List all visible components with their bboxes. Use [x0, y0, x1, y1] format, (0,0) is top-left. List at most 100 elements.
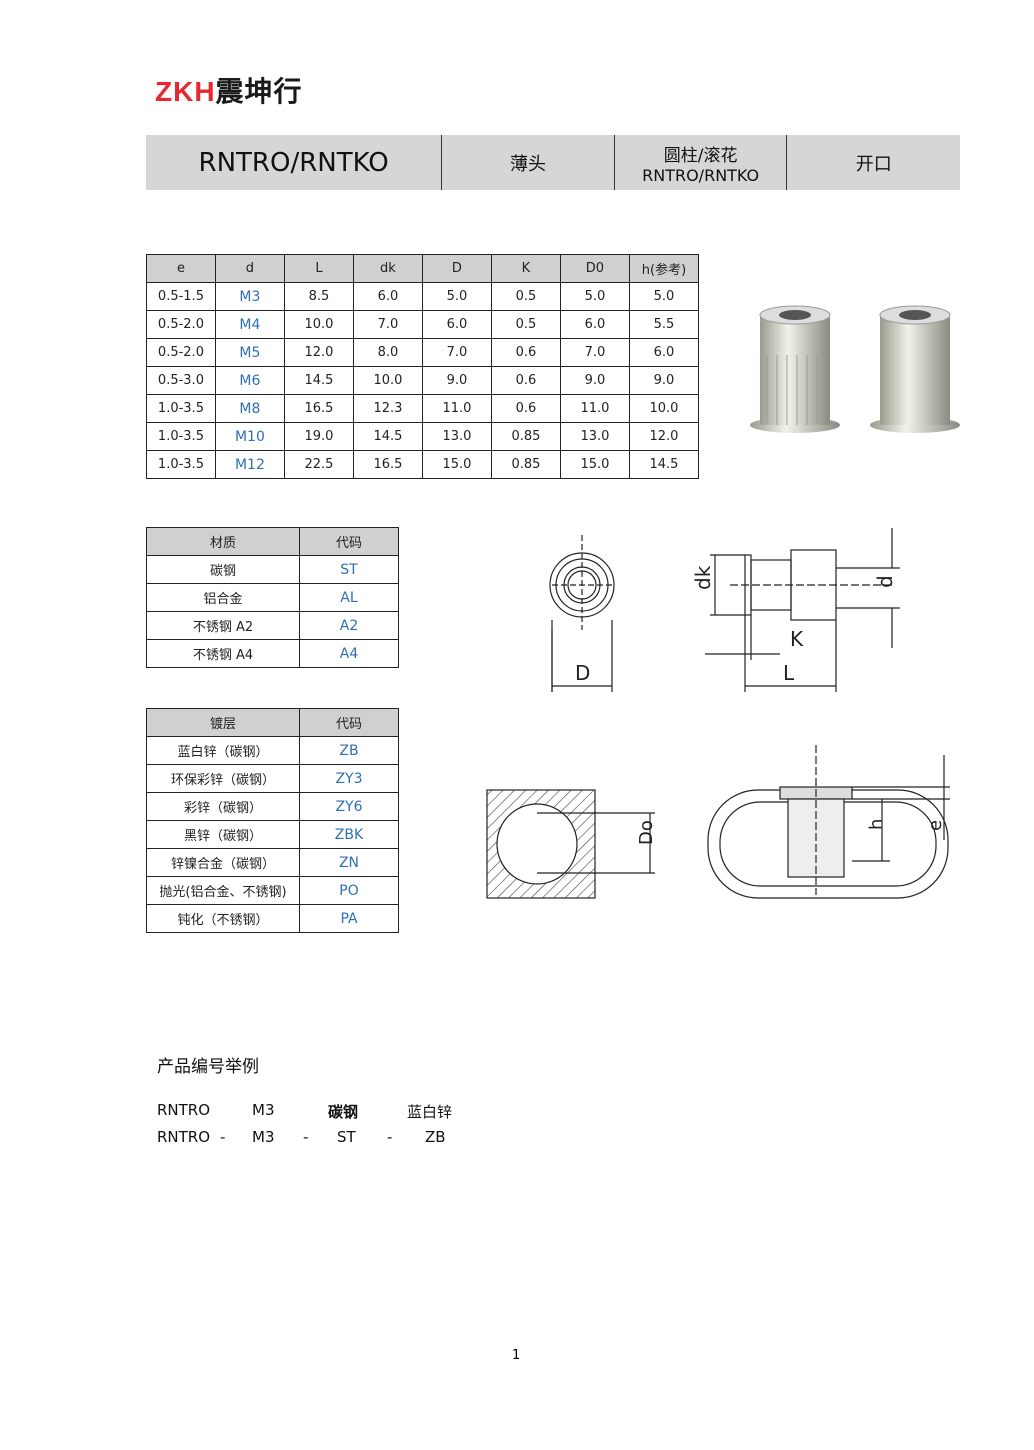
table-cell: 0.6	[490, 394, 561, 423]
example-label-plating: 蓝白锌	[407, 1103, 453, 1121]
table-cell: M3	[214, 282, 285, 311]
table-cell: ZB	[299, 736, 399, 765]
example-label-size: M3	[252, 1101, 275, 1119]
table-cell: 1.0-3.5	[146, 450, 216, 479]
table-cell: 5.5	[628, 310, 700, 339]
column-header: L	[283, 254, 354, 283]
table-cell: A2	[299, 611, 399, 640]
table-cell: ZN	[299, 848, 399, 877]
table-cell: AL	[299, 583, 399, 612]
shape-line1: 圆柱/滚花	[663, 145, 738, 166]
table-cell: M6	[214, 366, 285, 395]
table-cell: 6.0	[559, 310, 630, 339]
label-e: e	[925, 820, 946, 831]
table-cell: 14.5	[352, 422, 423, 451]
table-row: 蓝白锌（碳钢）ZB	[146, 736, 399, 765]
label-K: K	[790, 627, 804, 651]
page-number: 1	[512, 1348, 521, 1363]
table-cell: A4	[299, 639, 399, 668]
head-type: 薄头	[442, 135, 615, 190]
table-cell: 12.3	[352, 394, 423, 423]
example-sep: -	[387, 1128, 393, 1146]
table-cell: 抛光(铝合金、不锈钢)	[146, 876, 300, 905]
table-row: 黑锌（碳钢）ZBK	[146, 820, 399, 849]
table-cell: 15.0	[421, 450, 492, 479]
column-header: e	[146, 254, 216, 283]
table-cell: PO	[299, 876, 399, 905]
table-cell: 0.5	[490, 282, 561, 311]
table-cell: 13.0	[559, 422, 630, 451]
table-cell: 0.5-2.0	[146, 338, 216, 367]
table-cell: 9.0	[628, 366, 700, 395]
table-cell: 0.85	[490, 450, 561, 479]
column-header: 镀层	[146, 708, 300, 737]
table-cell: 12.0	[283, 338, 354, 367]
table-cell: 7.0	[352, 310, 423, 339]
table-cell: 彩锌（碳钢）	[146, 792, 300, 821]
column-header: 代码	[299, 708, 399, 737]
table-cell: 锌镍合金（碳钢）	[146, 848, 300, 877]
column-header: h(参考)	[628, 254, 700, 283]
label-L: L	[783, 661, 795, 685]
table-cell: ST	[299, 555, 399, 584]
table-cell: 19.0	[283, 422, 354, 451]
label-D: D	[575, 661, 590, 685]
table-cell: 6.0	[352, 282, 423, 311]
shape-line2: RNTRO/RNTKO	[642, 165, 760, 185]
table-cell: PA	[299, 904, 399, 933]
column-header: D0	[559, 254, 630, 283]
table-cell: 碳钢	[146, 555, 300, 584]
installation-drawing: Do h e	[486, 745, 950, 899]
table-cell: ZY6	[299, 792, 399, 821]
table-cell: 5.0	[421, 282, 492, 311]
table-row: 钝化（不锈钢）PA	[146, 904, 399, 933]
table-cell: 5.0	[559, 282, 630, 311]
table-cell: M5	[214, 338, 285, 367]
table-cell: ZBK	[299, 820, 399, 849]
table-row: 锌镍合金（碳钢）ZN	[146, 848, 399, 877]
table-cell: 0.5-2.0	[146, 310, 216, 339]
table-cell: M12	[214, 450, 285, 479]
table-cell: 黑锌（碳钢）	[146, 820, 300, 849]
example-code-plating: ZB	[425, 1128, 446, 1146]
example-sep: -	[303, 1128, 309, 1146]
column-header: 材质	[146, 527, 300, 556]
product-photo	[750, 305, 960, 433]
table-cell: 6.0	[628, 338, 700, 367]
example-code-series: RNTRO	[157, 1128, 211, 1146]
table-row: 抛光(铝合金、不锈钢)PO	[146, 876, 399, 905]
table-row: 彩锌（碳钢）ZY6	[146, 792, 399, 821]
table-cell: 铝合金	[146, 583, 300, 612]
table-cell: ZY3	[299, 764, 399, 793]
example-label-material: 碳钢	[328, 1103, 359, 1121]
table-cell: 蓝白锌（碳钢）	[146, 736, 300, 765]
end-type: 开口	[855, 153, 892, 175]
label-d: d	[873, 575, 897, 588]
column-header: dk	[352, 254, 423, 283]
table-cell: 0.6	[490, 366, 561, 395]
example-sep: -	[220, 1128, 226, 1146]
logo-cn: 震坤行	[215, 75, 303, 108]
table-cell: 11.0	[559, 394, 630, 423]
table-cell: M4	[214, 310, 285, 339]
column-header: 代码	[299, 527, 399, 556]
label-Do: Do	[636, 820, 657, 845]
table-cell: 钝化（不锈钢）	[146, 904, 300, 933]
table-cell: 10.0	[283, 310, 354, 339]
table-cell: 6.0	[421, 310, 492, 339]
example-label-series: RNTRO	[157, 1101, 211, 1119]
table-cell: 15.0	[559, 450, 630, 479]
table-cell: M10	[214, 422, 285, 451]
